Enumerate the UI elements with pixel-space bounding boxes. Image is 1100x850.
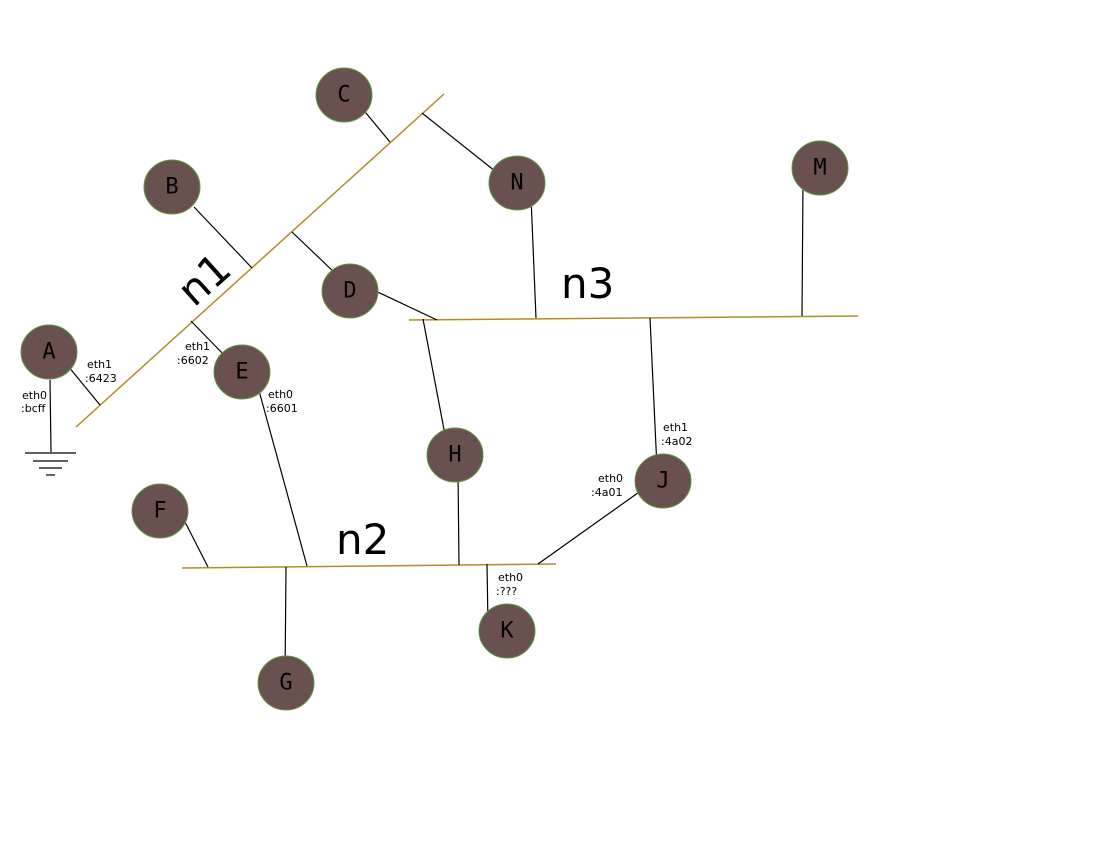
iface-k-eth0: eth0 :???: [496, 571, 523, 598]
iface-j-eth0-name: eth0: [598, 472, 623, 485]
link-e-n1: [190, 320, 227, 358]
network-n1-line: [75, 93, 445, 428]
network-n3-line: [408, 315, 859, 321]
iface-e-eth0: eth0 :6601: [266, 388, 298, 415]
node-b: B: [143, 159, 201, 215]
link-a-ground: [49, 379, 52, 453]
node-a-label: A: [42, 340, 55, 365]
node-k: K: [478, 603, 536, 659]
node-n-label: N: [510, 171, 523, 196]
link-n1-n: [421, 112, 506, 180]
node-g-label: G: [279, 671, 292, 696]
iface-j-eth1-addr: :4a02: [661, 435, 692, 448]
ground-icon: [25, 452, 76, 476]
node-c: C: [315, 67, 373, 123]
iface-j-eth1-name: eth1: [663, 421, 688, 434]
node-j-label: J: [656, 469, 669, 494]
link-m-n3: [801, 180, 804, 317]
iface-a-eth0: eth0 :bcff: [21, 389, 47, 415]
link-n1-d: [291, 231, 337, 275]
iface-e-eth0-addr: :6601: [266, 402, 298, 415]
link-c-n1: [360, 106, 391, 143]
node-e: E: [213, 344, 271, 400]
iface-a-eth1: eth1 :6423: [85, 358, 117, 385]
iface-a-eth0-addr: :bcff: [21, 402, 46, 415]
node-j: J: [634, 453, 692, 509]
iface-e-eth1-addr: :6602: [177, 354, 209, 367]
link-a-n1: [67, 365, 101, 406]
link-h-n2: [457, 472, 460, 566]
link-b-n1: [193, 206, 253, 269]
link-j-n2: [537, 489, 643, 565]
node-d: D: [321, 263, 379, 319]
node-a: A: [20, 324, 78, 380]
iface-a-eth0-name: eth0: [22, 389, 47, 402]
node-f: F: [131, 483, 189, 539]
link-f-n2: [183, 519, 209, 568]
iface-e-eth1-name: eth1: [185, 340, 210, 353]
node-b-label: B: [165, 175, 178, 200]
network-n2-label: n2: [336, 515, 389, 564]
network-n1-label: n1: [168, 243, 240, 315]
node-h: H: [426, 427, 484, 483]
node-n: N: [488, 155, 546, 211]
node-e-label: E: [235, 360, 248, 385]
iface-a-eth1-addr: :6423: [85, 372, 117, 385]
node-g: G: [257, 655, 315, 711]
node-m: M: [791, 140, 849, 196]
iface-a-eth1-name: eth1: [87, 358, 112, 371]
link-n-n3: [530, 196, 537, 319]
node-d-label: D: [343, 279, 356, 304]
network-n2-line: [181, 563, 557, 569]
node-h-label: H: [448, 443, 461, 468]
network-n3-label: n3: [561, 259, 614, 308]
iface-k-eth0-name: eth0: [498, 571, 523, 584]
node-f-label: F: [153, 499, 166, 524]
iface-e-eth1: eth1 :6602: [177, 340, 210, 367]
iface-j-eth0: eth0 :4a01: [591, 472, 623, 499]
iface-k-eth0-addr: :???: [496, 585, 517, 598]
link-h-n3: [422, 318, 447, 441]
iface-e-eth0-name: eth0: [268, 388, 293, 401]
iface-j-eth1: eth1 :4a02: [661, 421, 692, 448]
node-m-label: M: [813, 156, 826, 181]
link-e-n2: [257, 386, 308, 567]
node-c-label: C: [337, 83, 350, 108]
node-k-label: K: [500, 619, 514, 644]
iface-j-eth0-addr: :4a01: [591, 486, 622, 499]
